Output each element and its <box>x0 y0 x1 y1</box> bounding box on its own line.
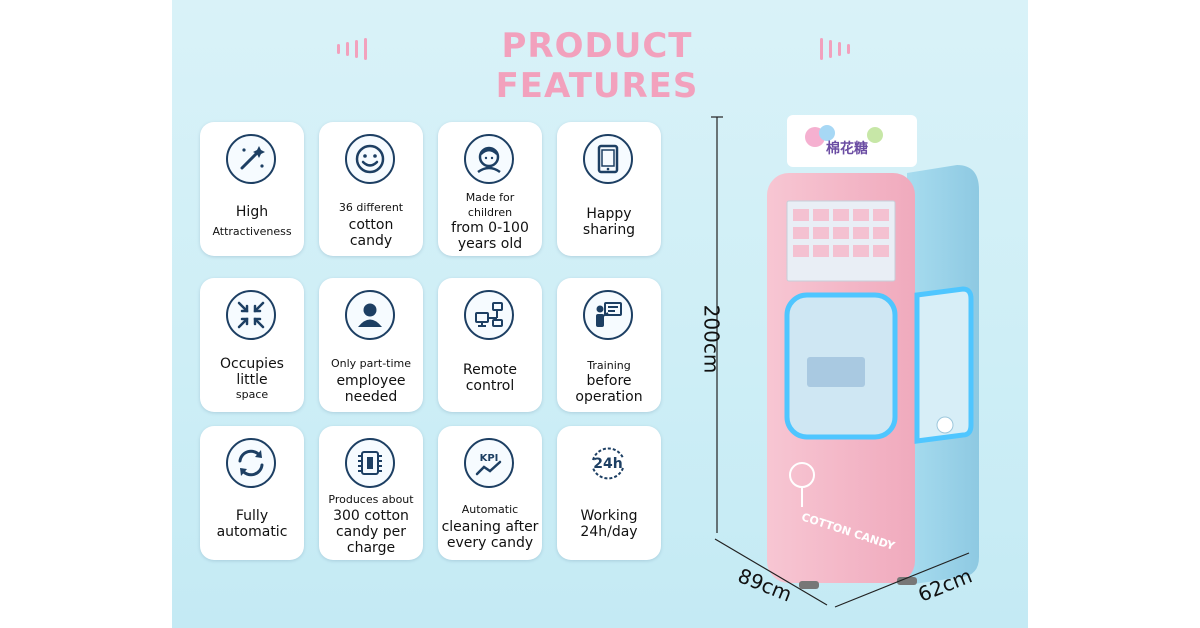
feature-label: every candy <box>446 535 534 551</box>
vending-machine-illustration: 棉花糖 COTTON CANDY <box>699 95 1027 625</box>
feature-card-remote: Remote control <box>438 278 542 412</box>
feature-label: years old <box>457 236 523 252</box>
feature-label: Fully <box>235 508 269 524</box>
feature-label: 36 different <box>338 201 404 214</box>
feature-label: space <box>235 388 269 401</box>
feature-label: before <box>586 373 632 389</box>
svg-text:24h: 24h <box>593 456 622 472</box>
feature-label: employee <box>336 373 406 389</box>
feature-label: High <box>235 204 269 220</box>
battery-chip-icon <box>345 438 395 488</box>
title-decoration-right <box>820 38 850 60</box>
feature-label: little <box>236 372 268 388</box>
feature-card-cleaning: KPI Automatic cleaning after every candy <box>438 426 542 560</box>
compress-arrows-icon <box>226 290 276 340</box>
training-board-icon <box>583 290 633 340</box>
height-dimension-label: 200cm <box>699 304 724 374</box>
feature-label: needed <box>344 389 398 405</box>
feature-label: candy per <box>335 524 407 540</box>
feature-label: children <box>467 206 513 219</box>
feature-card-space: Occupies little space <box>200 278 304 412</box>
page-title: PRODUCT FEATURES <box>495 26 699 106</box>
machine-drawing: 棉花糖 COTTON CANDY <box>711 115 979 608</box>
feature-card-children: Made for children from 0-100 years old <box>438 122 542 256</box>
feature-label: Automatic <box>461 503 519 516</box>
24h-clock-icon: 24h <box>583 438 633 488</box>
sync-arrows-icon <box>226 438 276 488</box>
feature-label: sharing <box>582 222 636 238</box>
feature-label: Occupies <box>220 356 284 372</box>
title-decoration-left <box>337 38 367 60</box>
smiley-icon <box>345 134 395 184</box>
tablet-icon <box>583 134 633 184</box>
feature-label: automatic <box>216 524 288 540</box>
feature-label: control <box>465 378 515 394</box>
feature-label: Training <box>587 359 631 372</box>
feature-label: Happy <box>586 206 632 222</box>
feature-card-automatic: Fully automatic <box>200 426 304 560</box>
feature-label: 300 cotton <box>333 508 409 524</box>
svg-text:棉花糖: 棉花糖 <box>826 140 868 157</box>
feature-card-training: Training before operation <box>557 278 661 412</box>
child-face-icon <box>464 134 514 184</box>
feature-card-sharing: Happy sharing <box>557 122 661 256</box>
title-bar: PRODUCT FEATURES <box>172 20 1028 106</box>
feature-card-employee: Only part-time employee needed <box>319 278 423 412</box>
feature-card-attractiveness: High Attractiveness <box>200 122 304 256</box>
feature-label: Attractiveness <box>212 225 292 238</box>
feature-card-cotton-candy: 36 different cotton candy <box>319 122 423 256</box>
feature-card-production: Produces about 300 cotton candy per char… <box>319 426 423 560</box>
feature-label: candy <box>349 233 393 249</box>
kpi-chart-icon: KPI <box>464 438 514 488</box>
feature-label: Only part-time <box>330 357 412 370</box>
remote-network-icon <box>464 290 514 340</box>
feature-label: charge <box>346 540 396 556</box>
magic-wand-icon <box>226 134 276 184</box>
feature-label: Remote <box>462 362 518 378</box>
feature-card-24h: 24h Working 24h/day <box>557 426 661 560</box>
person-icon <box>345 290 395 340</box>
feature-label: Produces about <box>328 493 414 506</box>
feature-label: Working <box>580 508 638 524</box>
feature-label: Made for <box>465 191 515 204</box>
feature-label: cleaning after <box>441 519 539 535</box>
product-features-banner: PRODUCT FEATURES High Attractiveness 36 … <box>172 0 1028 628</box>
feature-label: from 0-100 <box>451 220 529 236</box>
feature-label: operation <box>575 389 643 405</box>
feature-label: 24h/day <box>580 524 638 540</box>
feature-label: cotton <box>348 217 394 233</box>
svg-text:KPI: KPI <box>480 453 499 464</box>
